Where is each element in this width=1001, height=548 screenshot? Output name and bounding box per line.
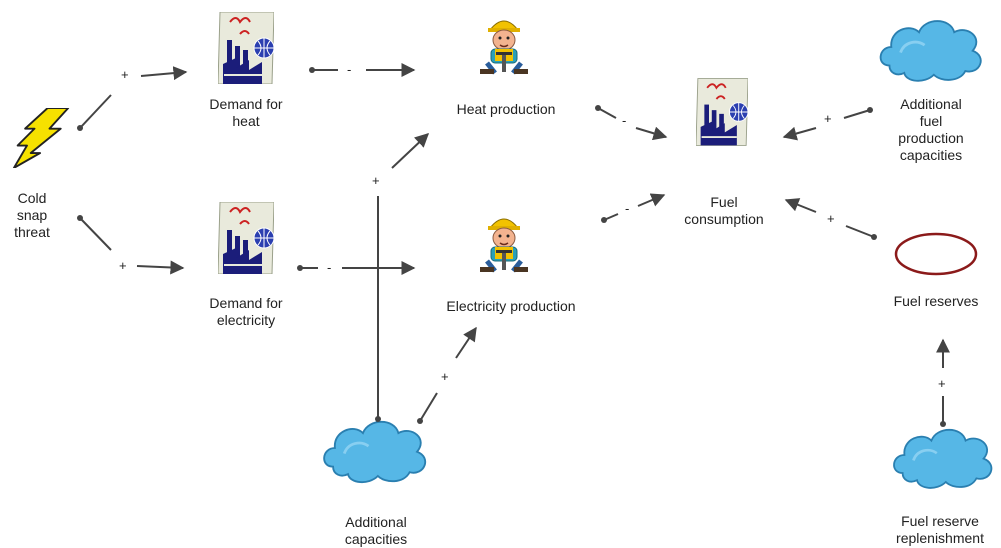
link-origin-dot — [940, 421, 946, 427]
node-label-fuel-consumption: Fuel consumption — [684, 194, 764, 227]
link-line — [391, 133, 430, 169]
node-label-cold-snap: Cold snap threat — [14, 190, 50, 240]
link-origin-dot — [417, 418, 423, 424]
factory-icon — [218, 202, 274, 274]
worker-icon — [480, 219, 528, 272]
link-line — [140, 66, 188, 81]
node-label-fuel-reserve-replenishment: Fuel reserve replenishment — [896, 513, 984, 546]
link-origin-dot — [871, 234, 877, 240]
link-sign: + — [119, 258, 127, 273]
link-line — [635, 126, 668, 141]
node-label-electricity-production: Electricity production — [446, 298, 576, 314]
link-line — [455, 326, 477, 359]
ellipse-icon — [894, 232, 978, 276]
link-line — [136, 260, 185, 275]
link-origin-dot — [297, 265, 303, 271]
link-sign: + — [824, 111, 832, 126]
link-sign: - — [625, 201, 630, 216]
link-line — [419, 392, 438, 422]
link-sign: - — [622, 113, 627, 128]
link-line — [845, 225, 875, 238]
link-origin-dot — [77, 125, 83, 131]
link-line — [843, 109, 871, 119]
link-origin-dot — [309, 67, 315, 73]
factory-icon — [696, 78, 748, 146]
link-sign: + — [441, 369, 449, 384]
link-origin-dot — [601, 217, 607, 223]
link-origin-dot — [77, 215, 83, 221]
link-origin-dot — [375, 416, 381, 422]
node-label-additional-capacities: Additional capacities — [344, 514, 408, 547]
node-label-demand-electricity: Demand for electricity — [209, 295, 283, 328]
lightning-icon — [12, 108, 70, 168]
node-label-heat-production: Heat production — [456, 101, 556, 117]
link-origin-dot — [867, 107, 873, 113]
cloud-icon — [892, 428, 993, 490]
link-sign: - — [347, 62, 352, 77]
cloud-icon — [322, 420, 427, 484]
link-sign: + — [938, 376, 946, 391]
link-line — [79, 217, 112, 251]
factory-icon — [218, 12, 274, 84]
node-label-additional-fuel-production-capacities: Additional fuel production capacities — [898, 96, 964, 163]
worker-icon — [480, 21, 528, 74]
link-line — [784, 198, 817, 213]
link-sign: + — [121, 67, 129, 82]
link-line — [782, 126, 817, 141]
cloud-icon — [879, 19, 983, 83]
node-label-demand-heat: Demand for heat — [209, 96, 283, 129]
link-origin-dot — [595, 105, 601, 111]
link-sign: - — [327, 260, 332, 275]
link-sign: + — [372, 173, 380, 188]
node-label-fuel-reserves: Fuel reserves — [893, 293, 979, 309]
link-line — [637, 193, 666, 207]
link-line — [79, 94, 112, 129]
link-line — [597, 107, 617, 119]
link-sign: + — [827, 211, 835, 226]
